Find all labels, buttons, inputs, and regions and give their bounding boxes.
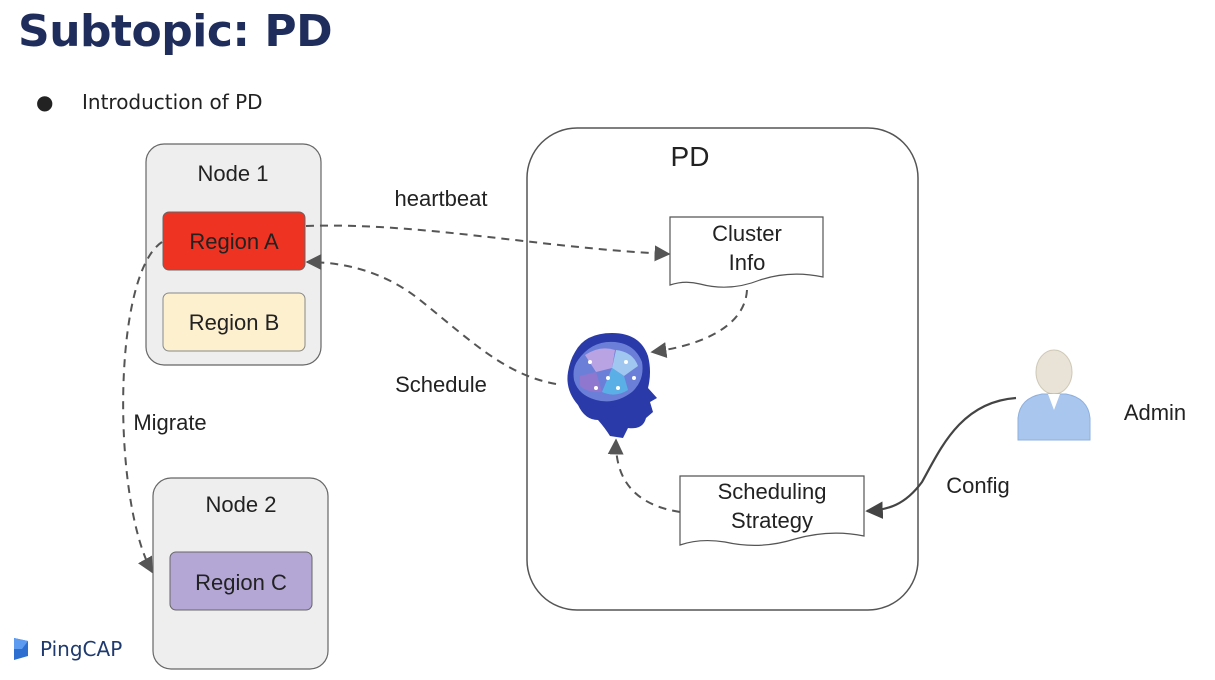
bullet-item: ● Introduction of PD: [36, 90, 263, 114]
bullet-text: Introduction of PD: [82, 90, 263, 114]
node1-label: Node 1: [198, 161, 269, 186]
scheduling-strategy-doc: [679, 475, 865, 546]
cluster-info-line2: Info: [729, 250, 766, 275]
brain-scheduler-icon: [567, 333, 657, 438]
region-b-box: [162, 292, 306, 352]
region-a-box: [162, 211, 306, 271]
config-label: Config: [946, 473, 1010, 498]
heartbeat-label: heartbeat: [395, 186, 488, 211]
region-c-label: Region C: [195, 570, 287, 595]
slide-title: Subtopic: PD: [18, 6, 333, 57]
bullet-dot-icon: ●: [36, 90, 54, 114]
scheduling-strategy-line2: Strategy: [731, 508, 813, 533]
schedule-arrow: [305, 254, 557, 385]
config-arrow: [865, 396, 1017, 520]
pingcap-logo-icon: [14, 638, 28, 660]
heartbeat-arrow: [305, 224, 671, 262]
pingcap-logo: PingCAP: [12, 636, 122, 662]
scheduling-strategy-line1: Scheduling: [718, 479, 827, 504]
migrate-arrow: [122, 241, 163, 574]
admin-person-icon: [1017, 349, 1091, 441]
region-b-label: Region B: [189, 310, 280, 335]
migrate-label: Migrate: [133, 410, 206, 435]
schedule-label: Schedule: [395, 372, 487, 397]
cluster-info-line1: Cluster: [712, 221, 782, 246]
cluster-info-to-brain-arrow: [650, 289, 748, 359]
region-a-label: Region A: [189, 229, 279, 254]
cluster-info-doc: [669, 216, 824, 288]
admin-label: Admin: [1124, 400, 1186, 425]
node2-label: Node 2: [206, 492, 277, 517]
region-c-box: [169, 551, 313, 611]
pingcap-logo-text: PingCAP: [40, 637, 123, 661]
pd-label: PD: [671, 141, 710, 172]
